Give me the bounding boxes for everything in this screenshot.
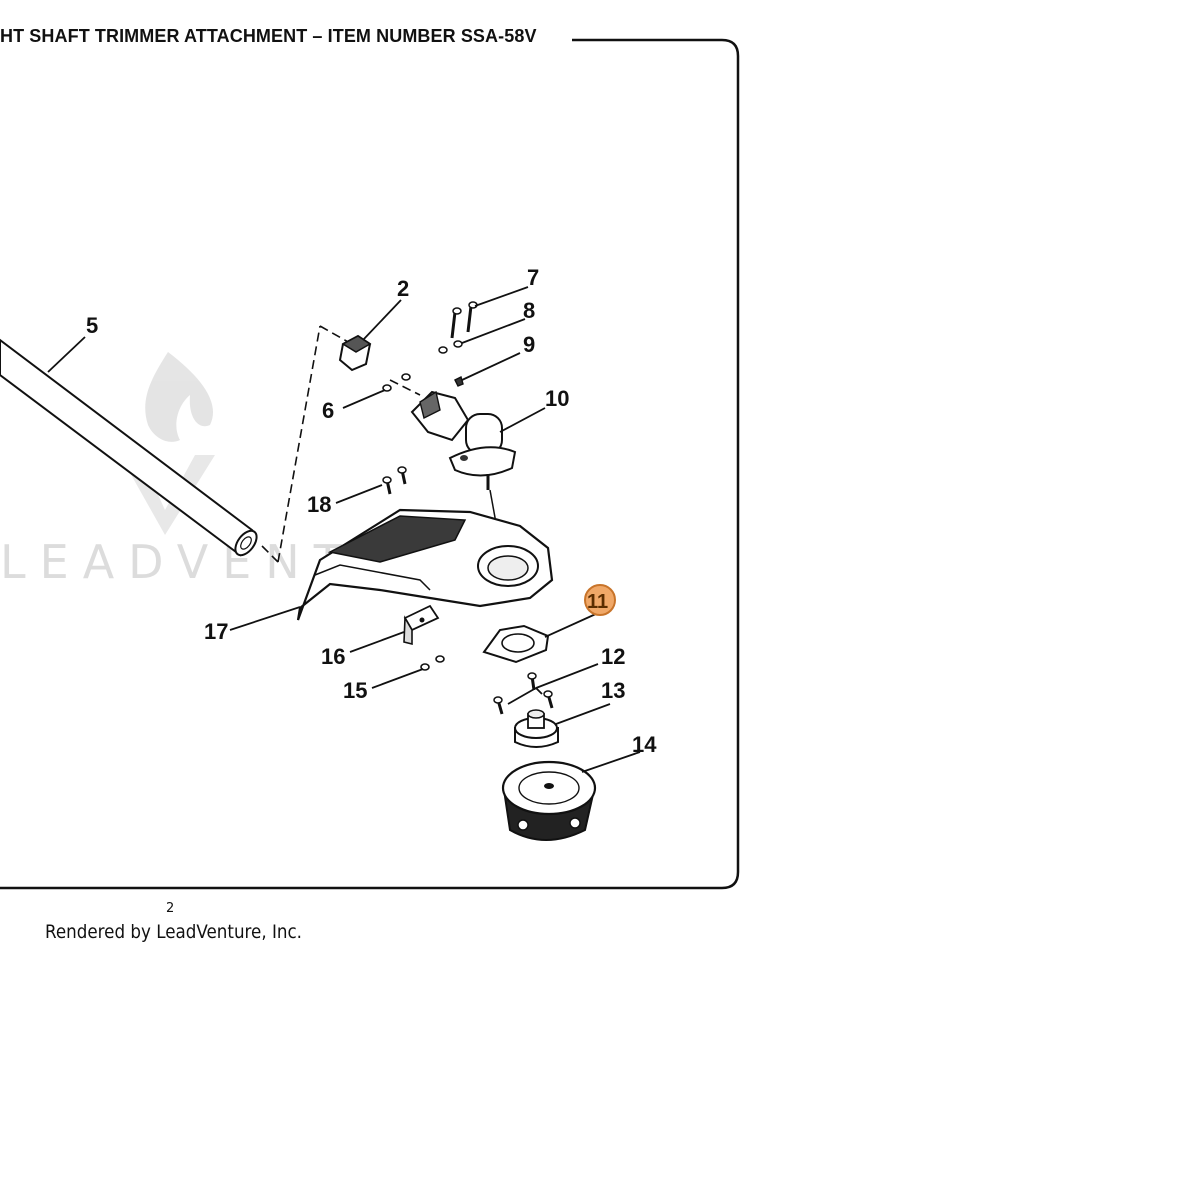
leader-16 bbox=[349, 631, 405, 653]
leader-14 bbox=[581, 751, 641, 773]
leader-17 bbox=[229, 606, 301, 631]
leader-2 bbox=[362, 299, 402, 341]
part-12-screws[interactable] bbox=[493, 672, 554, 715]
leader-12 bbox=[507, 663, 599, 705]
part-8-washers[interactable] bbox=[438, 340, 463, 354]
leader-18 bbox=[335, 484, 383, 504]
callout-17[interactable]: 17 bbox=[204, 619, 228, 644]
callout-16[interactable]: 16 bbox=[321, 644, 345, 669]
part-17-guard[interactable] bbox=[296, 508, 554, 621]
footer-credit: Rendered by LeadVenture, Inc. bbox=[45, 921, 303, 943]
callout-18[interactable]: 18 bbox=[307, 492, 331, 517]
leader-15 bbox=[371, 668, 424, 689]
leader-7 bbox=[474, 286, 529, 307]
assembly-dash-line bbox=[261, 325, 421, 563]
leader-8 bbox=[461, 318, 526, 344]
leader-11 bbox=[544, 612, 599, 638]
leader-13 bbox=[555, 703, 611, 725]
callout-10[interactable]: 10 bbox=[545, 386, 569, 411]
leader-5 bbox=[47, 336, 86, 373]
callout-7[interactable]: 7 bbox=[527, 265, 539, 290]
page-number: 2 bbox=[166, 901, 175, 916]
part-7-screws[interactable] bbox=[450, 301, 478, 339]
part-9-screw[interactable] bbox=[454, 375, 464, 387]
part-18-screws[interactable] bbox=[382, 466, 407, 495]
callout-13[interactable]: 13 bbox=[601, 678, 625, 703]
callout-12[interactable]: 12 bbox=[601, 644, 625, 669]
part-11-gasket[interactable] bbox=[482, 624, 550, 664]
callout-11[interactable]: 11 bbox=[587, 591, 608, 613]
leader-9 bbox=[461, 352, 521, 381]
callout-2[interactable]: 2 bbox=[397, 276, 409, 301]
diagram-frame bbox=[0, 38, 740, 890]
diagram-title: HT SHAFT TRIMMER ATTACHMENT – ITEM NUMBE… bbox=[0, 26, 537, 46]
part-5-shaft[interactable] bbox=[0, 338, 261, 559]
part-14-trimmer-head[interactable] bbox=[501, 760, 597, 841]
callout-5[interactable]: 5 bbox=[86, 313, 98, 338]
leader-10 bbox=[499, 407, 546, 433]
callout-8[interactable]: 8 bbox=[523, 298, 535, 323]
part-10-gear-head[interactable] bbox=[410, 390, 517, 490]
callout-6[interactable]: 6 bbox=[322, 398, 334, 423]
callout-15[interactable]: 15 bbox=[343, 678, 367, 703]
highlight-badge-11[interactable] bbox=[584, 584, 616, 616]
part-15-nuts[interactable] bbox=[420, 655, 445, 671]
part-13-adapter[interactable] bbox=[514, 709, 559, 748]
part-16-bracket[interactable] bbox=[403, 604, 440, 646]
part-2-clamp[interactable] bbox=[338, 334, 372, 372]
part-6-washers[interactable] bbox=[382, 373, 411, 392]
leader-6 bbox=[342, 389, 386, 409]
callout-14[interactable]: 14 bbox=[632, 732, 657, 757]
callout-9[interactable]: 9 bbox=[523, 332, 535, 357]
